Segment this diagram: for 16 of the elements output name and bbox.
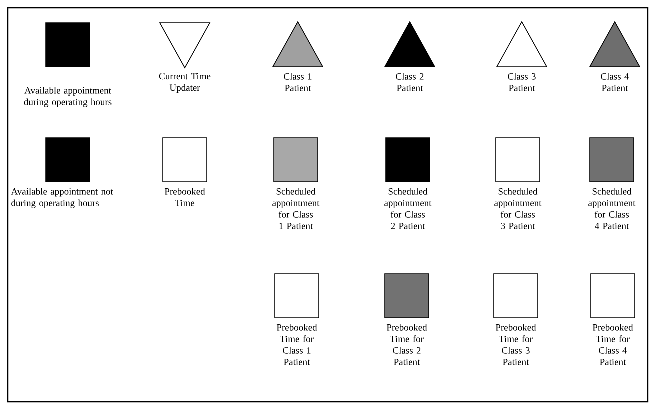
legend-label: Scheduled appointment for Class 1 Patient [272,188,320,230]
legend-label: Prebooked Time for Class 3 Patient [496,324,536,366]
legend-label: Scheduled appointment for Class 4 Patient [588,188,636,230]
legend-label: Class 4 Patient [601,73,630,92]
legend-label: Class 1 Patient [284,73,312,92]
legend-label: Prebooked Time for Class 1 Patient [276,324,318,366]
legend-label: Available appointment not during operating hours [11,188,114,208]
legend-label: Prebooked Time for Class 4 Patient [592,324,634,366]
legend-label: Scheduled appointment for Class 2 Patient [384,188,432,230]
legend-label: Available appointment during operating hours [24,87,112,108]
legend-label: Class 3 Patient [508,73,536,92]
legend-label: Scheduled appointment for Class 3 Patient [494,188,542,230]
legend-label: Current Time Updater [159,73,211,93]
legend-label: Prebooked Time for Class 2 Patient [386,324,428,366]
legend-label: Class 2 Patient [396,73,424,92]
legend-label: Prebooked Time [164,188,206,206]
